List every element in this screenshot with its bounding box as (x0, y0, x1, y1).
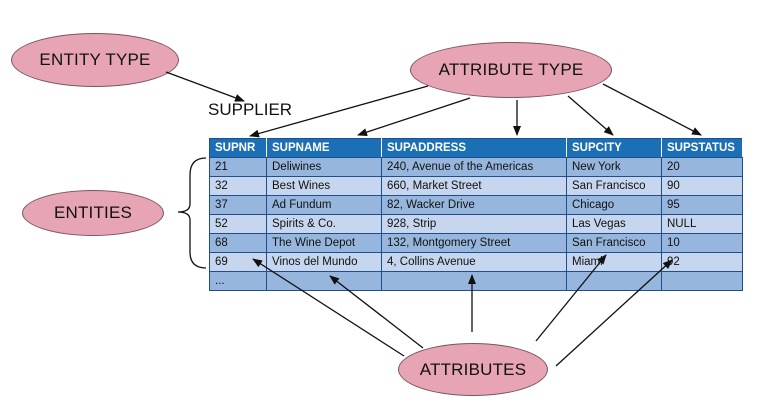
column-header: SUPCITY (566, 138, 662, 158)
table-row: 69 Vinos del Mundo 4, Collins Avenue Mia… (209, 252, 743, 272)
table-cell: Miami (566, 252, 662, 272)
attributes-arrow-supnr (252, 258, 405, 357)
table-cell: 4, Collins Avenue (381, 252, 567, 272)
column-header: SUPSTATUS (661, 138, 743, 158)
attribute-type-oval: ATTRIBUTE TYPE (410, 42, 612, 98)
table-cell: 37 (209, 195, 267, 215)
table-cell: 240, Avenue of the Americas (381, 157, 567, 177)
table-cell (661, 271, 743, 291)
table-cell: Chicago (566, 195, 662, 215)
table-name-label: SUPPLIER (208, 100, 293, 119)
table-cell: Ad Fundum (266, 195, 382, 215)
header-row: SUPNR SUPNAME SUPADDRESS SUPCITY SUPSTAT… (209, 138, 743, 158)
table-cell: 95 (661, 195, 743, 215)
table-cell: Spirits & Co. (266, 214, 382, 234)
table-cell: 32 (209, 176, 267, 196)
attributes-arrow-supstatus (555, 259, 673, 367)
table-row-ellipsis: ... (209, 271, 743, 291)
attributes-oval: ATTRIBUTES (398, 343, 548, 396)
entities-label: ENTITIES (53, 203, 133, 222)
supplier-table: SUPNR SUPNAME SUPADDRESS SUPCITY SUPSTAT… (209, 138, 743, 291)
table-cell: 52 (209, 214, 267, 234)
table-cell: Deliwines (266, 157, 382, 177)
attributes-arrow-supname (329, 275, 424, 349)
attribute-type-label: ATTRIBUTE TYPE (438, 60, 584, 79)
entity-type-oval: ENTITY TYPE (11, 33, 179, 87)
attributes-label: ATTRIBUTES (419, 359, 527, 379)
table-cell: 90 (661, 176, 743, 196)
entity-type-label: ENTITY TYPE (39, 50, 151, 69)
table-row: 32 Best Wines 660, Market Street San Fra… (209, 176, 743, 196)
entity-type-arrow (165, 71, 245, 102)
table-cell: The Wine Depot (266, 233, 382, 253)
table-row: 37 Ad Fundum 82, Wacker Drive Chicago 95 (209, 195, 743, 215)
column-header: SUPNR (209, 138, 267, 158)
table-row: 52 Spirits & Co. 928, Strip Las Vegas NU… (209, 214, 743, 234)
table-cell: New York (566, 157, 662, 177)
attribute-type-arrow-supname (357, 97, 471, 136)
table-row: 21 Deliwines 240, Avenue of the Americas… (209, 157, 743, 177)
entities-oval: ENTITIES (22, 190, 164, 236)
table-cell: Best Wines (266, 176, 382, 196)
table-cell: 132, Montgomery Street (381, 233, 567, 253)
table-cell: 68 (209, 233, 267, 253)
column-header: SUPADDRESS (381, 138, 567, 158)
table-cell (566, 271, 662, 291)
table-cell: San Francisco (566, 233, 662, 253)
table-row: 68 The Wine Depot 132, Montgomery Street… (209, 233, 743, 253)
attribute-type-arrow-supcity (567, 95, 614, 136)
table-cell: 92 (661, 252, 743, 272)
table-cell: 20 (661, 157, 743, 177)
table-cell: 82, Wacker Drive (381, 195, 567, 215)
table-cell: NULL (661, 214, 743, 234)
table-cell: 660, Market Street (381, 176, 567, 196)
table-cell: Vinos del Mundo (266, 252, 382, 272)
table-cell: 10 (661, 233, 743, 253)
attribute-type-arrow-supstatus (602, 83, 702, 136)
table-cell: Las Vegas (566, 214, 662, 234)
attribute-type-arrow-supnr (249, 85, 429, 138)
entities-brace (177, 157, 207, 269)
table-cell: ... (209, 271, 267, 291)
column-header: SUPNAME (266, 138, 382, 158)
attributes-arrow-supcity (535, 254, 607, 342)
table-cell: 928, Strip (381, 214, 567, 234)
table-cell: 21 (209, 157, 267, 177)
table-cell: San Francisco (566, 176, 662, 196)
